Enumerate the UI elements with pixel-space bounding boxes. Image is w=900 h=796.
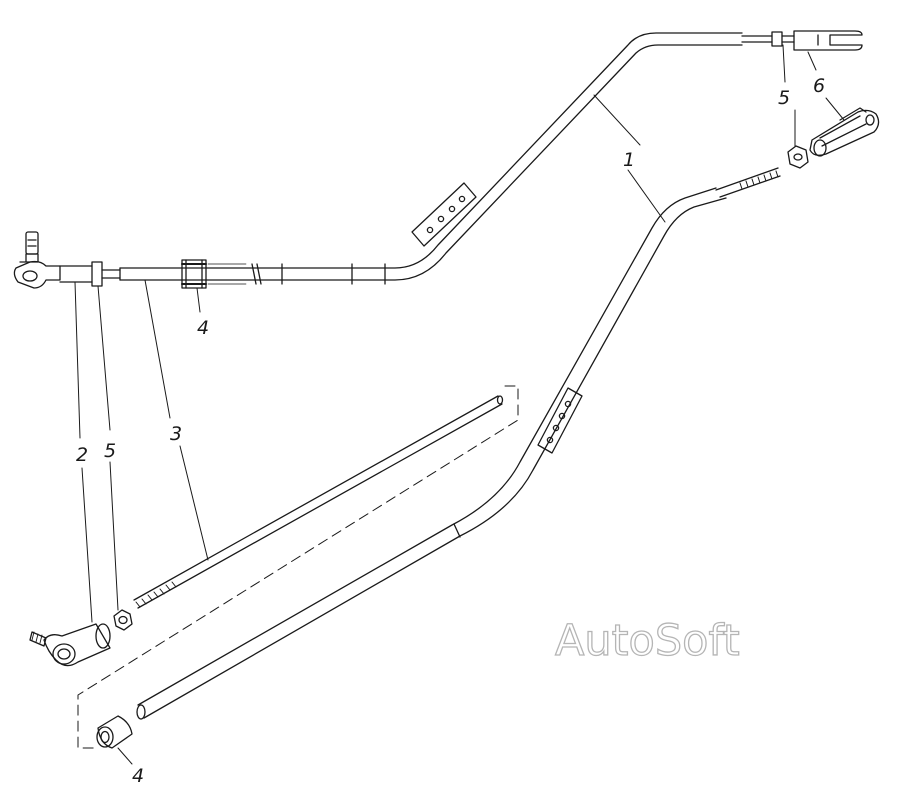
lower-ball-joint (29, 623, 111, 667)
watermark: AutoSoft (554, 615, 740, 666)
lower-tube (136, 167, 781, 720)
callout-part-4-top: 4 (197, 317, 209, 339)
callout-part-2: 2 (76, 444, 88, 466)
upper-left-ball-joint (13, 231, 121, 289)
upper-tube (119, 30, 863, 285)
callout-part-4-bottom: 4 (132, 765, 144, 787)
right-clevis (809, 107, 880, 157)
threaded-rod (133, 395, 504, 609)
callout-part-5-left: 5 (104, 440, 116, 462)
right-nut (787, 145, 809, 169)
callout-part-6: 6 (813, 75, 825, 97)
lower-nut (113, 609, 133, 631)
callout-part-5-right: 5 (778, 87, 790, 109)
upper-bushing (181, 259, 207, 289)
exploded-bracket (77, 385, 519, 749)
callout-part-1: 1 (623, 149, 635, 171)
lower-bushing (96, 715, 133, 749)
leader-lines (74, 44, 845, 765)
callout-part-3: 3 (170, 423, 182, 445)
